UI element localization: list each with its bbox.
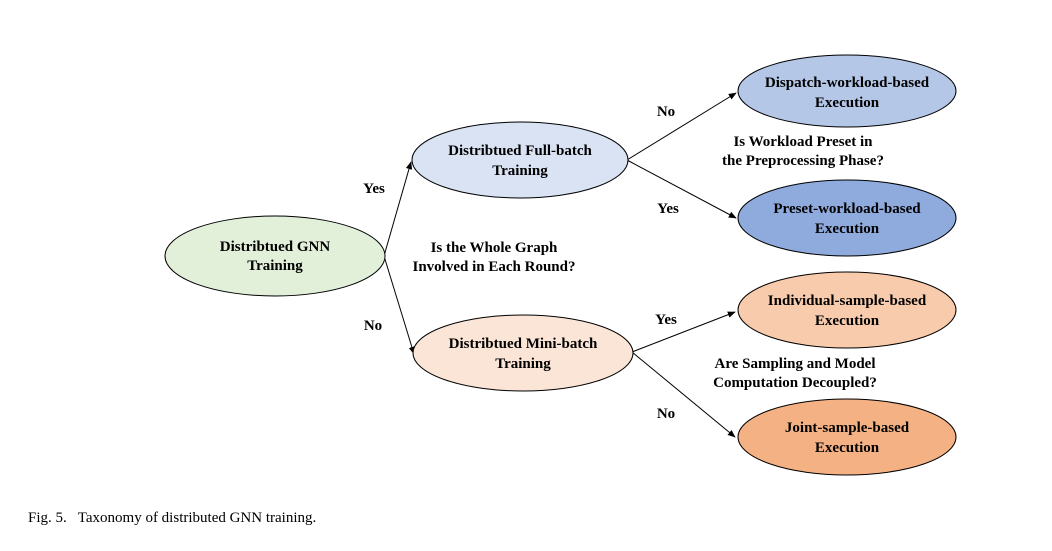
edge-label-full-to-dispatch: No xyxy=(657,104,675,120)
figure-caption-text: Taxonomy of distributed GNN training. xyxy=(77,510,317,526)
node-mini-batch-training: Distribtued Mini-batch Training xyxy=(412,314,634,392)
node-preset-line1: Preset-workload-based xyxy=(773,201,921,217)
edge-label-mini-to-joint: No xyxy=(657,406,675,422)
question-whole-graph: Is the Whole Graph Involved in Each Roun… xyxy=(413,240,576,275)
question-sampling-decoupled-line2: Computation Decoupled? xyxy=(713,375,877,391)
figure-caption: Fig. 5. Taxonomy of distributed GNN trai… xyxy=(28,510,316,527)
node-preset-workload-based-execution: Preset-workload-based Execution xyxy=(737,179,957,257)
node-dispatch-workload-based-execution: Dispatch-workload-based Execution xyxy=(737,54,957,128)
edge-full-batch-to-preset xyxy=(626,159,737,219)
question-sampling-decoupled-line1: Are Sampling and Model xyxy=(715,356,876,372)
edge-mini-batch-to-individual xyxy=(631,311,736,353)
node-root-line2: Training xyxy=(247,258,303,274)
figure-caption-label: Fig. 5. xyxy=(28,510,67,526)
node-full-batch-line1: Distribtued Full-batch xyxy=(448,143,592,159)
node-joint-line1: Joint-sample-based xyxy=(785,420,910,436)
edge-label-full-to-preset: Yes xyxy=(657,201,679,217)
node-dispatch-ellipse xyxy=(737,54,957,128)
edge-label-root-to-full: Yes xyxy=(363,181,385,197)
node-root-line1: Distribtued GNN xyxy=(220,239,331,255)
node-full-batch-line2: Training xyxy=(492,163,548,179)
question-workload-preset: Is Workload Preset in the Preprocessing … xyxy=(722,134,884,169)
node-root-ellipse xyxy=(164,215,386,297)
edge-full-batch-to-dispatch xyxy=(626,92,737,161)
edge-label-root-to-mini: No xyxy=(364,318,382,334)
node-joint-line2: Execution xyxy=(815,440,880,456)
node-mini-batch-ellipse xyxy=(412,314,634,392)
edge-root-to-full-batch xyxy=(383,161,413,257)
edge-mini-batch-to-joint xyxy=(631,351,736,438)
node-dispatch-line2: Execution xyxy=(815,95,880,111)
node-distributed-gnn-training: Distribtued GNN Training xyxy=(164,215,386,297)
question-workload-preset-line1: Is Workload Preset in xyxy=(733,134,873,150)
node-individual-line2: Execution xyxy=(815,313,880,329)
node-mini-batch-line1: Distribtued Mini-batch xyxy=(449,336,598,352)
node-full-batch-ellipse xyxy=(411,121,629,199)
node-individual-sample-based-execution: Individual-sample-based Execution xyxy=(737,271,957,349)
node-preset-ellipse xyxy=(737,179,957,257)
question-whole-graph-line1: Is the Whole Graph xyxy=(431,240,558,256)
edge-root-to-mini-batch xyxy=(383,255,415,355)
question-workload-preset-line2: the Preprocessing Phase? xyxy=(722,153,884,169)
node-individual-ellipse xyxy=(737,271,957,349)
node-full-batch-training: Distribtued Full-batch Training xyxy=(411,121,629,199)
node-joint-ellipse xyxy=(737,398,957,476)
node-individual-line1: Individual-sample-based xyxy=(768,293,927,309)
question-sampling-decoupled: Are Sampling and Model Computation Decou… xyxy=(713,356,877,391)
edge-label-mini-to-individual: Yes xyxy=(655,312,677,328)
node-mini-batch-line2: Training xyxy=(495,356,551,372)
node-preset-line2: Execution xyxy=(815,221,880,237)
node-joint-sample-based-execution: Joint-sample-based Execution xyxy=(737,398,957,476)
node-dispatch-line1: Dispatch-workload-based xyxy=(765,75,930,91)
question-whole-graph-line2: Involved in Each Round? xyxy=(413,259,576,275)
